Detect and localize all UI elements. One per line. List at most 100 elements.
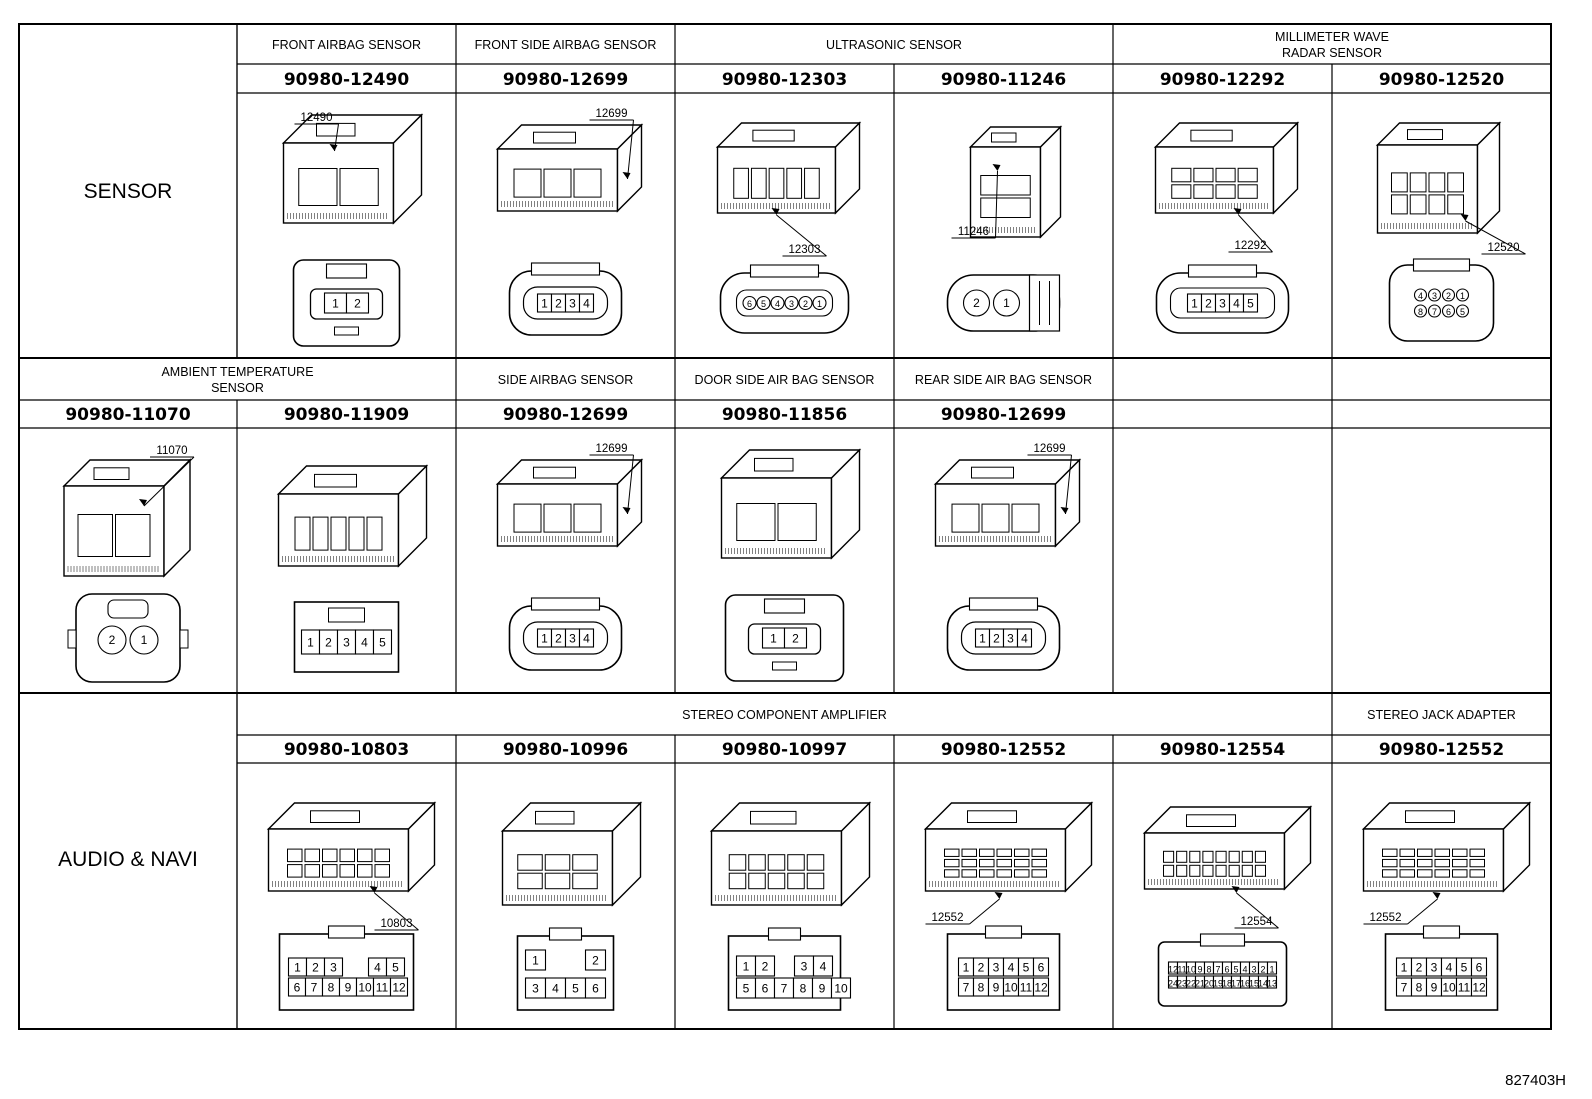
callout-label: 12552 <box>1370 912 1402 924</box>
pin-number: 21 <box>1195 979 1205 989</box>
pin-number: 6 <box>1446 307 1451 317</box>
pin-number: 2 <box>1446 291 1451 301</box>
header-label: REAR SIDE AIR BAG SENSOR <box>915 373 1092 387</box>
pin-number: 3 <box>789 299 794 309</box>
header-label: ULTRASONIC SENSOR <box>826 38 962 52</box>
pin-number: 5 <box>1023 961 1030 975</box>
pin-number: 23 <box>1177 979 1187 989</box>
pin-number: 7 <box>311 981 318 995</box>
pin-number: 1 <box>332 297 339 311</box>
pin-number: 6 <box>1224 965 1229 975</box>
pin-number: 16 <box>1240 979 1250 989</box>
callout-label: 12292 <box>1235 240 1267 252</box>
part-number: 90980-12292 <box>1160 70 1285 90</box>
pin-number: 8 <box>978 981 985 995</box>
pin-number: 11 <box>376 981 389 995</box>
pin-number: 2 <box>555 297 562 311</box>
part-number: 90980-12699 <box>941 405 1066 425</box>
pin-number: 6 <box>1476 961 1483 975</box>
pin-number: 2 <box>109 633 116 647</box>
connector-iso-view <box>923 801 1094 893</box>
callout-label: 12699 <box>596 443 628 455</box>
pin-number: 18 <box>1222 979 1232 989</box>
callout-label: 11070 <box>156 445 187 457</box>
pin-number: 5 <box>1247 297 1254 311</box>
part-number: 90980-12520 <box>1379 70 1505 90</box>
pin-number: 2 <box>1205 297 1212 311</box>
connector-iso-view <box>281 113 424 225</box>
pin-number: 2 <box>555 632 562 646</box>
pin-number: 17 <box>1231 979 1241 989</box>
pin-number: 2 <box>803 299 808 309</box>
pin-number: 3 <box>569 632 576 646</box>
pin-number: 11 <box>1020 981 1033 995</box>
pin-number: 1 <box>963 961 970 975</box>
header-label: SENSOR <box>211 381 264 395</box>
part-number: 90980-12303 <box>722 70 847 90</box>
part-number: 90980-12552 <box>1379 740 1504 760</box>
pin-number: 7 <box>1215 965 1220 975</box>
pin-number: 4 <box>1242 965 1247 975</box>
pin-number: 2 <box>762 960 769 974</box>
pin-number: 7 <box>1432 307 1437 317</box>
pin-number: 9 <box>1197 965 1202 975</box>
pin-number: 3 <box>1432 291 1437 301</box>
pin-number: 4 <box>1008 961 1015 975</box>
header-label: AMBIENT TEMPERATURE <box>161 365 313 379</box>
pin-number: 6 <box>747 299 752 309</box>
pin-number: 2 <box>1416 961 1423 975</box>
callout-label: 12520 <box>1488 242 1520 254</box>
section-label: AUDIO & NAVI <box>58 848 198 871</box>
pin-number: 12 <box>1034 981 1048 995</box>
pin-number: 10 <box>1186 965 1196 975</box>
callout: 12292 <box>1228 208 1273 253</box>
pin-number: 4 <box>1021 632 1028 646</box>
pin-number: 12 <box>1168 965 1178 975</box>
connector-iso-view <box>266 801 437 893</box>
pin-number: 2 <box>325 636 332 650</box>
connector-cell: 90980-11070 2 1 11070 <box>62 405 195 683</box>
header-label: FRONT SIDE AIRBAG SENSOR <box>475 38 657 52</box>
part-number: 90980-11246 <box>941 70 1066 90</box>
pin-number: 19 <box>1213 979 1223 989</box>
pin-number: 1 <box>1401 961 1408 975</box>
pin-number: 14 <box>1258 979 1268 989</box>
pin-number: 24 <box>1168 979 1178 989</box>
pin-number: 4 <box>1446 961 1453 975</box>
pin-number: 10 <box>358 981 372 995</box>
header-label: STEREO JACK ADAPTER <box>1367 708 1516 722</box>
pin-number: 5 <box>1460 307 1465 317</box>
pin-number: 8 <box>1206 965 1211 975</box>
callout: 12699 <box>589 443 634 515</box>
connector-iso-view <box>715 121 862 215</box>
pin-number: 1 <box>1191 297 1198 311</box>
pin-number: 3 <box>343 636 350 650</box>
callout: 12552 <box>925 892 1003 925</box>
part-number: 90980-12490 <box>284 70 410 90</box>
pin-number: 4 <box>361 636 368 650</box>
pin-number: 5 <box>743 982 750 996</box>
pin-number: 3 <box>569 297 576 311</box>
callout: 12552 <box>1363 892 1441 925</box>
callout: 11070 <box>139 445 195 507</box>
pin-number: 10 <box>834 982 848 996</box>
pin-number: 1 <box>141 633 148 647</box>
callout: 10803 <box>369 886 419 931</box>
part-number: 90980-12699 <box>503 405 628 425</box>
connector-iso-view <box>1375 121 1502 235</box>
connector-iso-view <box>495 458 644 548</box>
pin-number: 4 <box>1418 291 1423 301</box>
pin-number: 1 <box>979 632 986 646</box>
part-number: 90980-10996 <box>503 740 628 760</box>
header-label: SIDE AIRBAG SENSOR <box>498 373 633 387</box>
part-number: 90980-11070 <box>65 405 191 425</box>
